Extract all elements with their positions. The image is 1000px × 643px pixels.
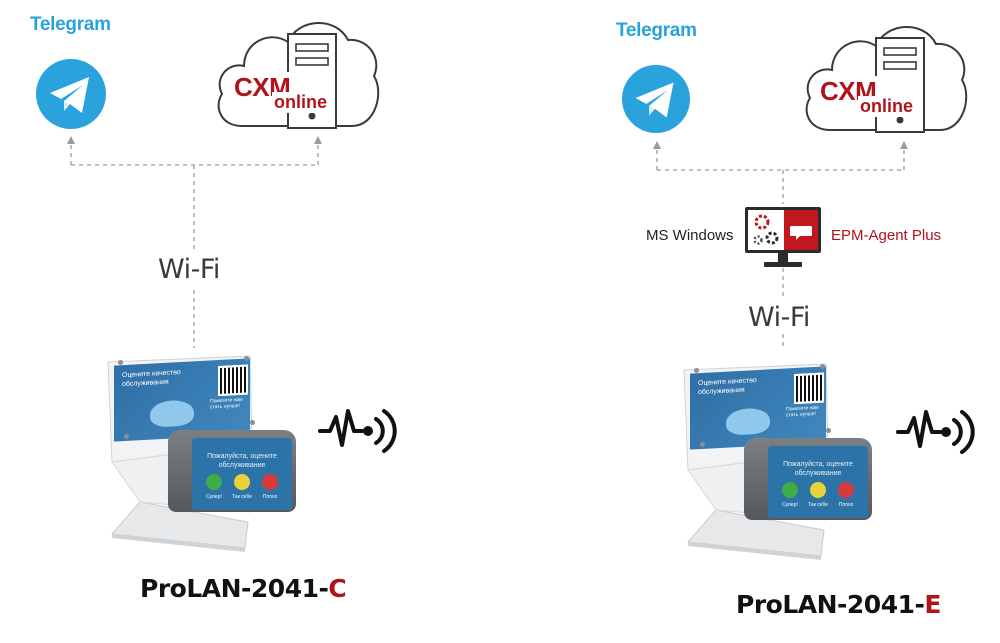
mount-pin: [250, 420, 255, 425]
right-cxm-logo: CXM online: [818, 76, 918, 122]
poster-text: Оцените качество обслуживания: [122, 369, 181, 389]
rating-button-bad[interactable]: [838, 482, 854, 498]
terminal-screen: Пожалуйста, оцените обслуживание Супер! …: [768, 446, 868, 518]
mount-pin: [826, 428, 831, 433]
agent-label: EPM-Agent Plus: [831, 227, 942, 244]
rating-button-bad[interactable]: [262, 474, 278, 490]
mount-pin: [118, 360, 123, 365]
left-wifi-label: Wi-Fi: [158, 254, 220, 285]
right-model-suffix: E: [924, 590, 941, 619]
pulse-waves-icon: [318, 409, 397, 453]
mount-pin: [820, 364, 825, 369]
mount-pin: [124, 434, 129, 439]
cxm-logo-bottom: online: [272, 92, 329, 113]
left-model-suffix: C: [328, 574, 347, 603]
right-connector-lines: [653, 141, 908, 350]
telegram-icon: [621, 64, 691, 134]
left-cxm-logo: CXM online: [232, 72, 332, 118]
right-wifi-label: Wi-Fi: [748, 302, 810, 333]
poster-whale: [726, 407, 770, 436]
rating-label-bad: Плохо: [262, 494, 278, 500]
terminal-screen: Пожалуйста, оцените обслуживание Супер! …: [192, 438, 292, 510]
rating-label-neutral: Так себе: [808, 502, 828, 508]
mount-pin: [694, 368, 699, 373]
right-model-label: ProLAN-2041-E: [736, 590, 941, 619]
rating-button-good[interactable]: [206, 474, 222, 490]
mount-pin: [244, 356, 249, 361]
left-model-name: ProLAN-2041-: [140, 574, 329, 603]
qr-code: [794, 372, 824, 405]
mount-pin: [700, 442, 705, 447]
right-telegram-label: Telegram: [616, 20, 697, 41]
rating-button-good[interactable]: [782, 482, 798, 498]
rating-label-bad: Плохо: [838, 502, 854, 508]
rating-label-good: Супер!: [206, 494, 222, 500]
rating-button-neutral[interactable]: [234, 474, 250, 490]
right-device: Оцените качество обслуживания Помогите н…: [676, 360, 906, 570]
monitor-gears-icon: [745, 207, 821, 267]
qr-caption: Помогите нам стать лучше!: [786, 404, 819, 419]
left-device: Оцените качество обслуживания Помогите н…: [100, 352, 330, 562]
poster-whale: [150, 399, 194, 428]
pulse-waves-icon: [896, 410, 975, 454]
rating-button-neutral[interactable]: [810, 482, 826, 498]
left-connector-lines: [67, 136, 322, 348]
rating-label-neutral: Так себе: [232, 494, 252, 500]
rating-label-good: Супер!: [782, 502, 798, 508]
qr-code: [218, 364, 248, 397]
screen-title: Пожалуйста, оцените обслуживание: [783, 461, 853, 477]
cxm-logo-bottom: online: [858, 96, 915, 117]
telegram-icon: [36, 59, 106, 129]
pc-os-label: MS Windows: [646, 227, 734, 244]
poster-text: Оцените качество обслуживания: [698, 377, 757, 397]
right-model-name: ProLAN-2041-: [736, 590, 925, 619]
qr-caption: Помогите нам стать лучше!: [210, 396, 243, 411]
left-model-label: ProLAN-2041-C: [140, 574, 347, 603]
screen-title: Пожалуйста, оцените обслуживание: [207, 453, 277, 469]
left-telegram-label: Telegram: [30, 14, 111, 35]
